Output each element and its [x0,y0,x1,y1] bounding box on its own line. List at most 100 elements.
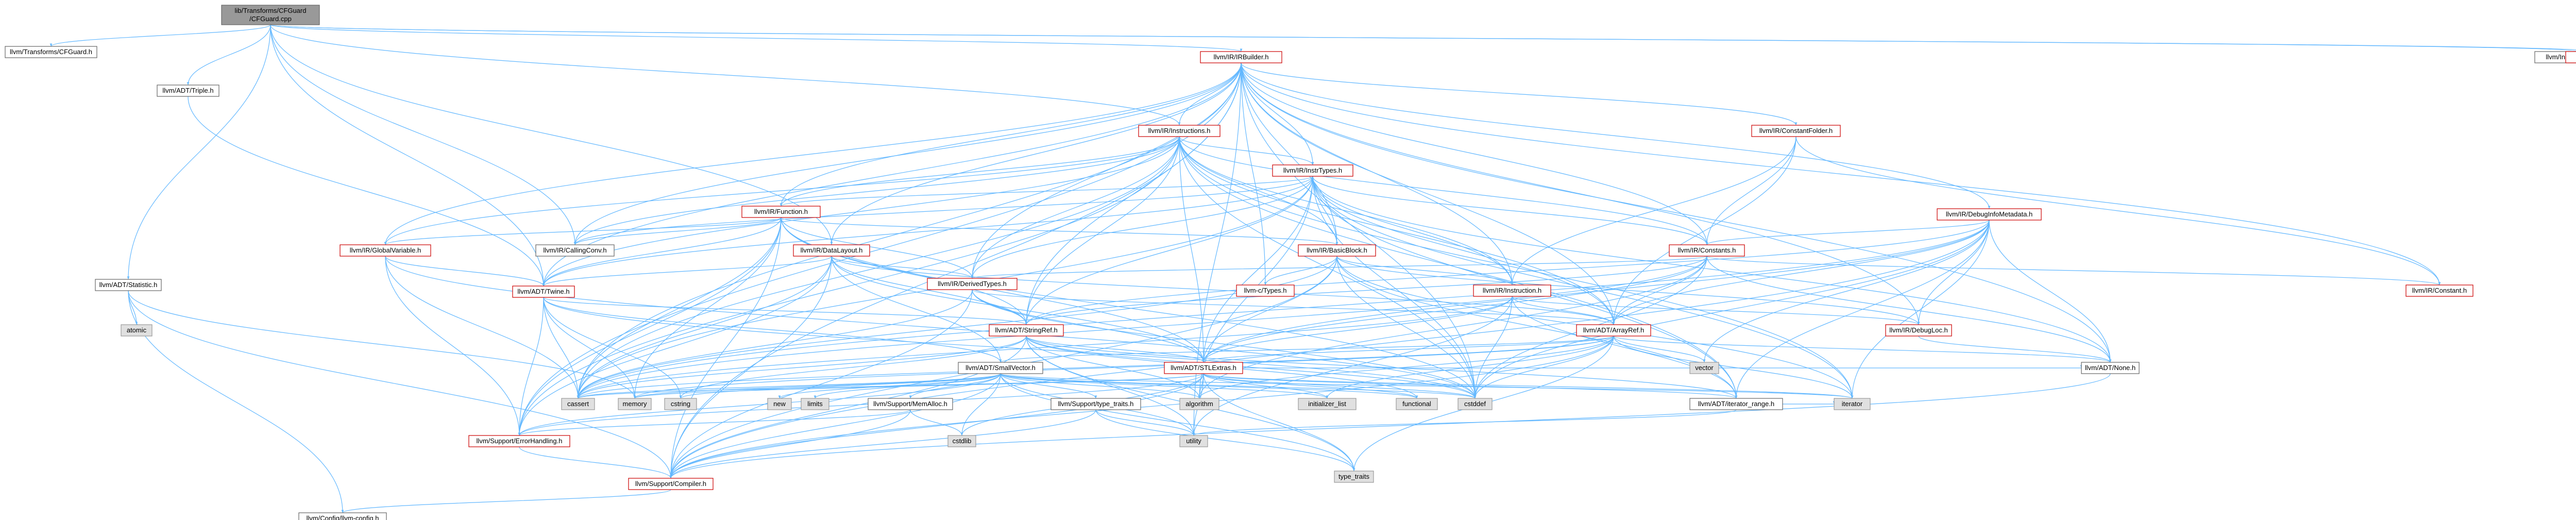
graph-node-utility[interactable]: utility [1179,435,1208,447]
graph-node-llvm-ir-callingconv-h[interactable]: llvm/IR/CallingConv.h [535,244,615,257]
graph-node-new[interactable]: new [767,398,792,410]
graph-node-llvm-adt-arrayref-h[interactable]: llvm/ADT/ArrayRef.h [1576,324,1651,337]
graph-node-llvm-ir-instruction-h[interactable]: llvm/IR/Instruction.h [1473,284,1551,297]
graph-node-llvm-support-type-traits-h[interactable]: llvm/Support/type_traits.h [1050,398,1141,410]
graph-node-llvm-adt-iterator-range-h[interactable]: llvm/ADT/iterator_range.h [1689,398,1783,410]
graph-node-llvm-pass-h[interactable]: llvm/Pass.h [2565,51,2576,63]
graph-node-llvm-transforms-cfguard-h[interactable]: llvm/Transforms/CFGuard.h [5,46,97,58]
dependency-edge [1241,62,2111,363]
graph-node-label: cstddef [1464,400,1486,408]
graph-node-llvm-adt-smallvector-h[interactable]: llvm/ADT/SmallVector.h [958,362,1043,374]
graph-node-cstring[interactable]: cstring [664,398,697,410]
graph-node-llvm-ir-irbuilder-h[interactable]: llvm/IR/IRBuilder.h [1200,51,1282,63]
graph-node-atomic[interactable]: atomic [121,324,152,337]
dependency-edge [385,256,1476,399]
graph-node-llvm-adt-triple-h[interactable]: llvm/ADT/Triple.h [157,85,219,97]
dependency-edge [972,289,1614,325]
dependency-edge [1026,136,1180,325]
dependency-edge [1706,256,2440,286]
dependency-edge [1336,256,1476,399]
graph-node-label: new [773,400,786,408]
graph-node-llvm-support-errorhandling-h[interactable]: llvm/Support/ErrorHandling.h [468,435,570,447]
dependency-edge [1336,256,1919,325]
graph-node-llvm-support-compiler-h[interactable]: llvm/Support/Compiler.h [628,478,714,490]
graph-node-label: atomic [127,326,147,334]
dependency-edge [1241,62,1919,325]
dependency-edge [128,24,271,280]
graph-node-initializer-list[interactable]: initializer_list [1298,398,1357,410]
graph-node-limits[interactable]: limits [801,398,829,410]
dependency-edge [385,136,1180,245]
graph-node-cassert[interactable]: cassert [561,398,595,410]
graph-node-llvm-adt-stringref-h[interactable]: llvm/ADT/StringRef.h [989,324,1064,337]
edge-arrowhead [577,395,580,398]
dependency-edge [1095,409,1354,472]
dependency-edge [578,289,973,399]
edge-arrowhead [1352,468,1355,471]
graph-node-memory[interactable]: memory [618,398,652,410]
graph-node-llvm-adt-statistic-h[interactable]: llvm/ADT/Statistic.h [95,279,162,291]
graph-node-label: llvm/ADT/Twine.h [517,288,569,295]
graph-node-cstdlib[interactable]: cstdlib [947,435,976,447]
graph-node-cstddef[interactable]: cstddef [1458,398,1493,410]
dependency-edge [1203,373,1354,472]
graph-node-iterator[interactable]: iterator [1834,398,1871,410]
dependency-edge [270,24,1180,126]
dependency-edge [578,62,1242,399]
dependency-edge [1241,62,1476,399]
graph-node-llvm-ir-constants-h[interactable]: llvm/IR/Constants.h [1669,244,1745,257]
graph-node-algorithm[interactable]: algorithm [1179,398,1219,410]
graph-node-label: llvm/IR/GlobalVariable.h [350,246,421,254]
dependency-edge [574,136,1180,245]
dependency-edge [1026,220,1990,325]
graph-node-llvm-ir-globalvariable-h[interactable]: llvm/IR/GlobalVariable.h [340,244,431,257]
dependency-edge [1241,62,1266,286]
graph-node-llvm-ir-instrtypes-h[interactable]: llvm/IR/InstrTypes.h [1272,164,1353,177]
dependency-edge [270,24,575,245]
graph-node-llvm-ir-basicblock-h[interactable]: llvm/IR/BasicBlock.h [1298,244,1376,257]
dependency-edge [1203,373,1328,399]
graph-node-llvm-adt-twine-h[interactable]: llvm/ADT/Twine.h [512,286,575,298]
root-label-line1: lib/Transforms/CFGuard [235,7,307,14]
dependency-edge [543,176,1313,287]
graph-node-llvm-ir-constant-h[interactable]: llvm/IR/Constant.h [2405,284,2473,297]
edge-layer [49,24,2576,513]
dependency-edge [1095,409,1194,436]
dependency-edge [1179,136,1707,245]
graph-node-llvm-ir-derivedtypes-h[interactable]: llvm/IR/DerivedTypes.h [927,278,1018,290]
dependency-edge [270,24,832,245]
dependency-edge [578,296,1513,399]
dependency-edge [1241,62,1797,126]
graph-node-label: llvm/IR/CallingConv.h [543,246,606,254]
graph-node-label: llvm/IR/DebugInfoMetadata.h [1946,210,2032,218]
graph-node-llvm-ir-debuginfometadata-h[interactable]: llvm/IR/DebugInfoMetadata.h [1937,208,2042,221]
graph-node-type-traits[interactable]: type_traits [1334,471,1374,483]
graph-node-llvm-ir-debugloc-h[interactable]: llvm/IR/DebugLoc.h [1885,324,1952,337]
dependency-edge [781,136,1180,207]
dependency-edge [519,409,911,436]
graph-node-llvm-ir-function-h[interactable]: llvm/IR/Function.h [741,206,821,218]
dependency-edge [972,176,1313,279]
graph-node-llvm-support-memalloc-h[interactable]: llvm/Support/MemAlloc.h [868,398,953,410]
graph-node-llvm-ir-datalayout-h[interactable]: llvm/IR/DataLayout.h [793,244,870,257]
graph-node-vector[interactable]: vector [1689,362,1719,374]
dependency-edge [972,136,1180,279]
graph-node-label: llvm/ADT/Statistic.h [99,281,158,289]
dependency-edge [1613,220,1990,325]
dependency-edge [1000,373,1200,399]
graph-node-llvm-adt-stlextras-h[interactable]: llvm/ADT/STLExtras.h [1164,362,1243,374]
edge-arrowhead [2109,359,2112,362]
graph-node-llvm-config-llvm-config-h[interactable]: llvm/Config/llvm-config.h [298,512,387,520]
dependency-edge [1241,62,1337,245]
graph-node-functional[interactable]: functional [1396,398,1438,410]
graph-node-llvm-c-types-h[interactable]: llvm-c/Types.h [1236,284,1295,297]
graph-node-llvm-adt-none-h[interactable]: llvm/ADT/None.h [2081,362,2140,374]
graph-node-llvm-ir-instructions-h[interactable]: llvm/IR/Instructions.h [1138,125,1221,137]
dependency-edge [188,96,544,287]
graph-node-label: functional [1402,400,1431,408]
dependency-edge [1512,296,1737,399]
graph-node-root[interactable]: lib/Transforms/CFGuard /CFGuard.cpp [221,5,320,25]
graph-node-label: llvm/IR/DerivedTypes.h [938,280,1007,288]
graph-node-llvm-ir-constantfolder-h[interactable]: llvm/IR/ConstantFolder.h [1751,125,1841,137]
